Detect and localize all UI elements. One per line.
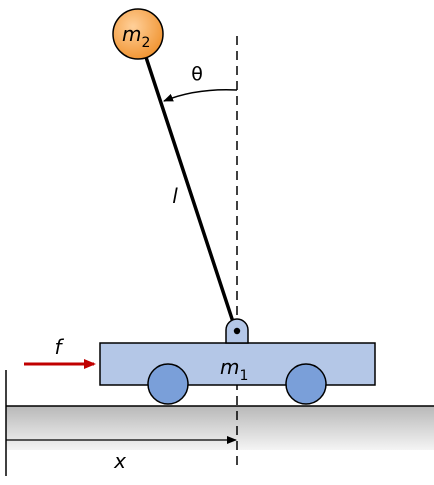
pole-rod: [139, 40, 238, 333]
position-label: x: [113, 449, 126, 473]
pendulum-bob: [112, 8, 164, 60]
ground: [6, 406, 434, 450]
cart-mass-label: m1: [220, 355, 248, 384]
cart-body: [99, 342, 376, 386]
angle-label: θ: [191, 63, 203, 85]
bob-mass-subscript: 2: [141, 35, 150, 51]
angle-arc: [163, 88, 238, 102]
cart-wheel-right: [285, 363, 327, 405]
cart-mass-subscript: 1: [239, 368, 248, 384]
rod-length-label: l: [172, 184, 178, 208]
pivot-pin: [233, 327, 241, 335]
force-label: f: [54, 335, 64, 359]
bob-mass-label: m2: [122, 22, 150, 51]
cart-wheel-left: [147, 363, 189, 405]
